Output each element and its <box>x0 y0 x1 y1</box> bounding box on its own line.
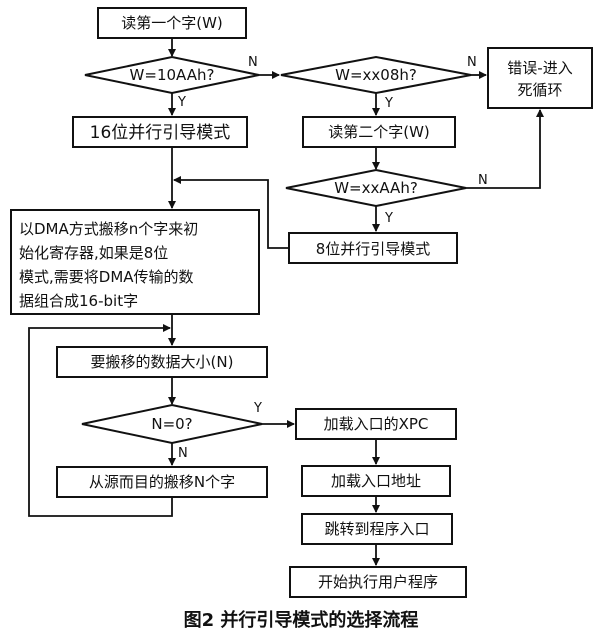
box-move-n-words <box>56 466 268 498</box>
edge-d3-no <box>466 109 544 189</box>
text-cond-n-zero: N=0? <box>151 415 192 433</box>
text-cond-w-10aah: W=10AAh? <box>130 66 215 84</box>
text-dma-line-4: 据组合成16-bit字 <box>19 292 138 310</box>
text-read-second-word: 读第二个字(W) <box>328 123 430 141</box>
label-d4-yes: Y <box>253 401 262 416</box>
label-d1-no: N <box>248 55 258 70</box>
label-d2-yes: Y <box>384 96 393 111</box>
box-mode8 <box>288 232 458 264</box>
label-d4-no: N <box>178 446 188 461</box>
box-dma-init <box>10 209 260 315</box>
box-read-second-word <box>302 116 456 148</box>
text-mode16: 16位并行引导模式 <box>90 123 231 143</box>
text-load-xpc: 加载入口的XPC <box>324 415 429 433</box>
text-dma-line-2: 始化寄存器,如果是8位 <box>19 244 168 262</box>
text-read-first-word: 读第一个字(W) <box>121 14 223 32</box>
box-error-loop <box>487 47 593 109</box>
label-d1-yes: Y <box>177 95 186 110</box>
text-size-to-move: 要搬移的数据大小(N) <box>91 353 234 371</box>
text-cond-w-xx08h: W=xx08h? <box>335 66 417 84</box>
label-d3-no: N <box>478 173 488 188</box>
text-error-line-1: 错误-进入 <box>507 59 572 77</box>
edge-mode8-to-dma <box>173 176 289 249</box>
figure-caption: 图2 并行引导模式的选择流程 <box>184 609 419 631</box>
text-cond-w-xxaah: W=xxAAh? <box>334 179 418 197</box>
text-dma-line-1: 以DMA方式搬移n个字来初 <box>19 220 198 238</box>
box-mode16 <box>72 116 248 148</box>
box-jump-entry <box>301 513 453 545</box>
text-mode8: 8位并行引导模式 <box>316 240 431 258</box>
text-run-user-program: 开始执行用户程序 <box>318 573 438 591</box>
label-d2-no: N <box>467 55 477 70</box>
text-jump-entry: 跳转到程序入口 <box>324 520 429 538</box>
box-run-user-program <box>289 566 467 598</box>
text-load-entry-addr: 加载入口地址 <box>331 472 421 490</box>
text-dma-line-3: 模式,需要将DMA传输的数 <box>19 268 194 286</box>
text-error-line-2: 死循环 <box>517 81 562 99</box>
edge-loop-back <box>28 324 173 517</box>
text-move-n-words: 从源而目的搬移N个字 <box>89 473 235 491</box>
box-size-to-move <box>56 346 268 378</box>
label-d3-yes: Y <box>384 211 393 226</box>
